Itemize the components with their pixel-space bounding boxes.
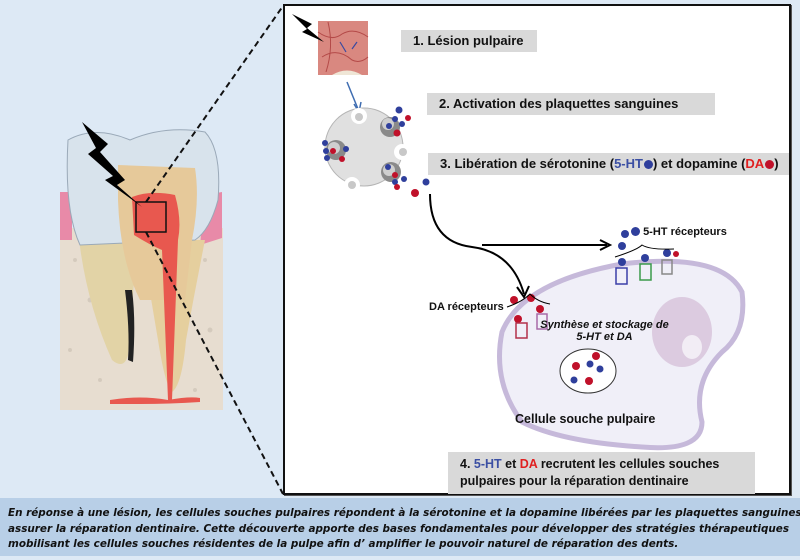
- synthesis-line-1: Synthèse et stockage de: [540, 319, 669, 331]
- serotonin-dots: [322, 106, 430, 186]
- flow-arrow: [429, 193, 525, 295]
- step-3-text-b: ) et dopamine (: [652, 156, 746, 171]
- panel-graphics: [292, 14, 746, 451]
- serotonin-label: 5-HT: [614, 156, 643, 171]
- lightning-bolt-small-icon: [292, 14, 324, 42]
- da-receptors-label: DA récepteurs: [429, 301, 504, 313]
- lesion-highlight-box: [135, 201, 167, 233]
- step-4-recruitment: 4. 5-HT et DA recrutent les cellules sou…: [448, 452, 755, 494]
- dopamine-label: DA: [745, 156, 765, 171]
- step-2-platelet-activation: 2. Activation des plaquettes sanguines: [427, 93, 715, 115]
- serotonin-dot-icon: [631, 227, 640, 236]
- synthesis-line-2: 5-HT et DA: [576, 331, 633, 343]
- tooth-cross-section: [60, 129, 223, 410]
- synthesis-label: Synthèse et stockage de 5-HT et DA: [532, 319, 677, 343]
- caption-line-1: En réponse à une lésion, les cellules so…: [8, 507, 800, 519]
- dopamine-dots: [330, 115, 419, 197]
- serotonin-dot-icon: [643, 160, 653, 169]
- activation-arrow: [346, 81, 359, 110]
- ht-receptors: [614, 230, 679, 285]
- step-1-lesion: 1. Lésion pulpaire: [401, 30, 537, 52]
- mechanism-panel: 1. Lésion pulpaire 2. Activation des pla…: [283, 4, 791, 495]
- ht-receptors-text: 5-HT récepteurs: [643, 226, 727, 238]
- da-receptors: [506, 293, 551, 339]
- caption-line-3: mobilisant les cellules souches résident…: [8, 538, 679, 550]
- cell-name-label: Cellule souche pulpaire: [515, 412, 656, 426]
- step-3-text-c: ): [774, 156, 779, 171]
- step-4-line-1: 4. 5-HT et DA recrutent les cellules sou…: [460, 457, 720, 471]
- step-3-text-a: 3. Libération de sérotonine (: [440, 156, 615, 171]
- step-3-release: 3. Libération de sérotonine (5-HT ) et do…: [428, 153, 789, 175]
- dopamine-label: DA: [519, 457, 538, 471]
- storage-vesicle: [559, 348, 617, 394]
- figure-caption: En réponse à une lésion, les cellules so…: [0, 498, 800, 556]
- serotonin-label: 5-HT: [473, 457, 502, 471]
- ht-receptors-label: 5-HT récepteurs: [630, 226, 727, 238]
- lightning-bolt-icon: [82, 122, 142, 207]
- pulp-tissue-thumbnail: [317, 21, 369, 75]
- caption-line-2: assurer la réparation dentinaire. Cette …: [8, 522, 790, 535]
- dopamine-dot-icon: [765, 160, 775, 169]
- step-4-line-2: pulpaires pour la réparation dentinaire: [460, 474, 689, 488]
